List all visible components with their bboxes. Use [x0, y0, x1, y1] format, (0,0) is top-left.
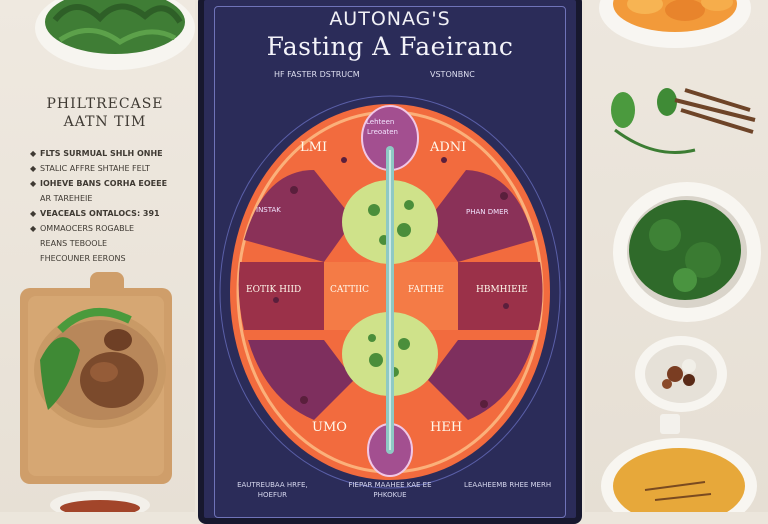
segment-mid-right — [458, 262, 543, 330]
poster-subheading-left: HF FASTER DSTRUCM — [274, 70, 360, 79]
footer-col-3: LEAAHEEMB RHEE MERH — [464, 481, 552, 489]
label-upper-right-inner: PHAN DMER — [466, 208, 509, 216]
list-item-text: VEACEALS ONTALOCS: 391 — [40, 209, 160, 218]
label-lower-left: UMO — [312, 420, 347, 435]
top-bulb-sublabel: Lreoaten — [367, 128, 398, 136]
side-heading-line1: PHILTRECASE — [46, 96, 164, 112]
segment-upper-right — [428, 170, 534, 262]
list-item: FHECOUNER EERONS — [30, 251, 180, 266]
right-props — [599, 0, 761, 512]
label-upper-left-inner: INSTAK — [256, 206, 281, 214]
poster-brand: AUTONAG'S — [329, 8, 451, 30]
list-item-text: REANS TEBOOLE — [40, 239, 108, 248]
label-mid-left: EOTIK HIID — [246, 285, 302, 295]
list-item: REANS TEBOOLE — [30, 236, 180, 251]
label-mid-center-right: FAITHE — [408, 285, 444, 295]
herb-sprig-icon — [611, 88, 756, 154]
side-list: ◆FLTS SURMUAL SHLH ONHE ◆STALIC AFFRE SH… — [30, 146, 180, 266]
label-lower-right: HEH — [430, 420, 463, 435]
poster-footer: EAUTREUBAA HRFE, HOEFUR FIEPAR MAAHEE KA… — [222, 480, 558, 500]
spinach-bowl-icon — [613, 182, 761, 322]
label-upper-left: LMI — [300, 140, 328, 155]
list-item-text: AR TAREHEIE — [40, 194, 93, 203]
left-props — [20, 0, 195, 512]
label-upper-right: ADNI — [430, 140, 467, 155]
segment-lower-left — [248, 340, 354, 420]
left-tabletop: PHILTRECASE AATN TIM ◆FLTS SURMUAL SHLH … — [0, 0, 195, 512]
list-item-text: STALIC AFFRE SHTAHE FELT — [40, 164, 150, 173]
side-heading: PHILTRECASE AATN TIM — [30, 96, 180, 130]
poster-subheading-right: VSTONBNC — [430, 70, 475, 79]
list-item: ◆IOHEVE BANS CORHA EOEEE — [30, 179, 168, 188]
list-item: AR TAREHEIE — [30, 191, 180, 206]
list-item: ◆OMMAOCERS ROGABLE — [30, 224, 135, 233]
right-tabletop — [585, 0, 768, 512]
top-bulb-label: Lehteen — [366, 118, 395, 126]
seed-dots — [273, 157, 509, 408]
tablet-screen: AUTONAG'S Fasting A Faeiranc HF FASTER D… — [198, 0, 582, 524]
list-item-text: OMMAOCERS ROGABLE — [40, 224, 135, 233]
footer-col-1: EAUTREUBAA HRFE, HOEFUR — [237, 481, 308, 499]
leafy-greens-bowl-icon — [35, 0, 195, 70]
roasted-squash-bowl-icon — [599, 0, 751, 48]
fasting-diagram — [219, 95, 561, 489]
broth-bowl-icon — [601, 414, 757, 512]
label-mid-center: CATTIIC — [330, 285, 370, 295]
list-item: ◆FLTS SURMUAL SHLH ONHE — [30, 149, 163, 158]
spice-dish-icon — [635, 336, 727, 412]
meatball-plate-icon — [34, 308, 166, 428]
list-item-text: FLTS SURMUAL SHLH ONHE — [40, 149, 163, 158]
list-item: ◆VEACEALS ONTALOCS: 391 — [30, 209, 160, 218]
label-mid-right: HBMHIEIE — [476, 285, 528, 295]
footer-col-2: FIEPAR MAAHEE KAE EE PHKOKUE — [348, 481, 432, 499]
outer-guide-ring — [219, 95, 561, 489]
segment-mid-left — [238, 262, 324, 330]
segment-upper-left — [244, 170, 354, 262]
segment-lower-right — [428, 340, 534, 420]
poster-title: Fasting A Faeiranc — [266, 32, 514, 61]
list-item-text: IOHEVE BANS CORHA EOEEE — [40, 179, 168, 188]
side-heading-line2: AATN TIM — [63, 114, 147, 130]
list-item-text: FHECOUNER EERONS — [40, 254, 126, 263]
list-item: ◆STALIC AFFRE SHTAHE FELT — [30, 164, 150, 173]
